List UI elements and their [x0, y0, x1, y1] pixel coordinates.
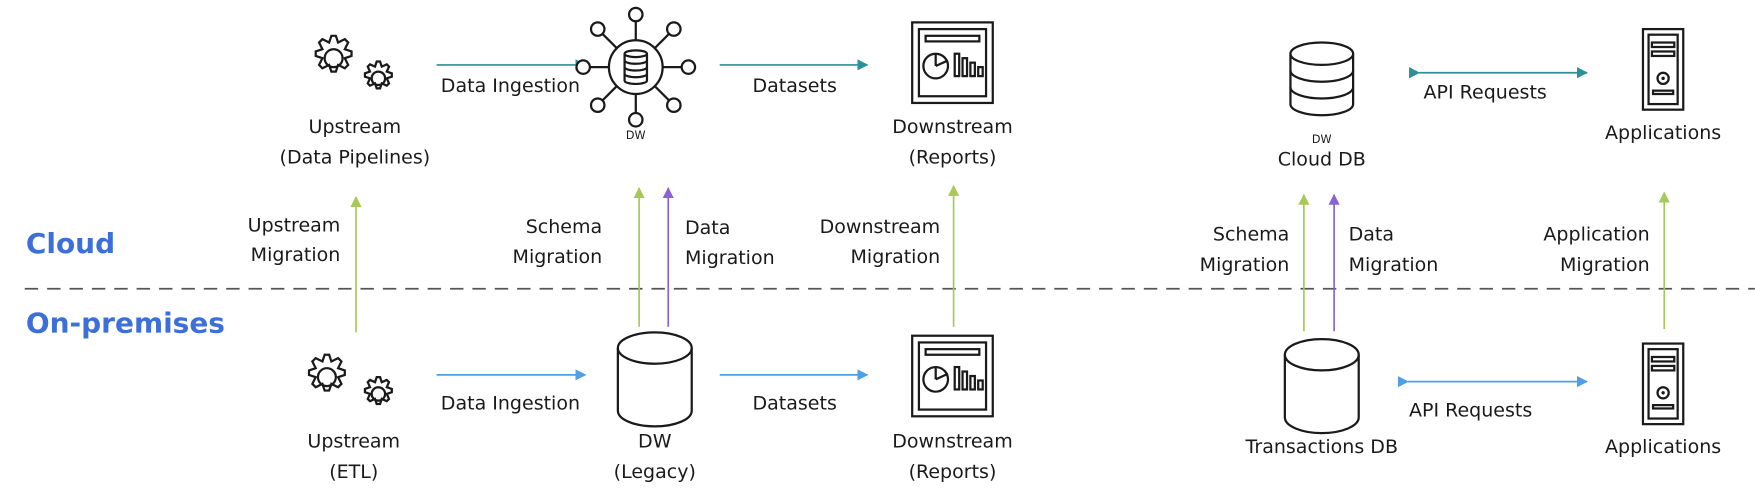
data-migration-label-2: Migration — [685, 247, 775, 269]
downstream-migration-label-2: Migration — [851, 246, 941, 268]
cloud-upstream-node[interactable]: Upstream (Data Pipelines) — [280, 34, 431, 169]
server-icon — [1641, 342, 1685, 426]
dashboard-icon — [911, 334, 994, 418]
data-migration-2-label-1: Data — [1349, 224, 1394, 246]
onprem-api-label: API Requests — [1409, 399, 1532, 421]
cloud-downstream-label-1: Downstream — [892, 116, 1013, 138]
cloud-apps-label: Applications — [1605, 122, 1721, 144]
onprem-dw-node[interactable]: DW (Legacy) — [614, 331, 696, 483]
onprem-ingestion-label: Data Ingestion — [441, 393, 580, 415]
database-hub-icon — [575, 6, 697, 128]
gears-icon — [307, 353, 393, 406]
application-migration-label-1: Application — [1543, 224, 1649, 246]
onprem-db-label: Transactions DB — [1245, 436, 1398, 458]
gears-icon — [314, 34, 393, 90]
upstream-migration-label-1: Upstream — [248, 215, 341, 237]
onprem-dw-label-1: DW — [638, 431, 672, 453]
cloud-dw-label: DW — [626, 129, 646, 142]
cylinder-icon — [1283, 337, 1360, 435]
data-migration-label-1: Data — [685, 217, 730, 239]
cloud-db-label: Cloud DB — [1278, 149, 1366, 171]
cloud-upstream-label-1: Upstream — [309, 116, 402, 138]
downstream-migration-label-1: Downstream — [820, 216, 941, 238]
onprem-dw-label-2: (Legacy) — [614, 461, 696, 483]
onprem-upstream-node[interactable]: Upstream (ETL) — [307, 353, 400, 483]
cylinder-icon — [616, 331, 693, 428]
cloud-zone-label: Cloud — [26, 227, 115, 260]
cloud-db-small-label: DW — [1312, 133, 1332, 146]
on-premises-zone-label: On-premises — [26, 306, 225, 339]
onprem-downstream-label-1: Downstream — [892, 431, 1013, 453]
schema-migration-2-label-1: Schema — [1213, 224, 1289, 246]
cloud-dw-node[interactable]: DW — [575, 6, 697, 142]
onprem-upstream-label-2: (ETL) — [329, 461, 378, 483]
server-icon — [1641, 27, 1685, 111]
dashboard-icon — [911, 21, 994, 105]
schema-migration-2-label-2: Migration — [1200, 254, 1290, 276]
onprem-downstream-label-2: (Reports) — [909, 461, 997, 483]
cloud-downstream-label-2: (Reports) — [909, 146, 997, 168]
onprem-db-node[interactable]: Transactions DB — [1245, 337, 1398, 458]
cloud-downstream-node[interactable]: Downstream (Reports) — [892, 21, 1013, 168]
data-migration-2-label-2: Migration — [1349, 254, 1439, 276]
cloud-datasets-label: Datasets — [752, 75, 836, 97]
onprem-downstream-node[interactable]: Downstream (Reports) — [892, 334, 1013, 483]
onprem-datasets-label: Datasets — [752, 393, 836, 415]
upstream-migration-label-2: Migration — [251, 244, 341, 266]
schema-migration-label-2: Migration — [513, 246, 603, 268]
onprem-apps-label: Applications — [1605, 436, 1721, 458]
cloud-db-node[interactable]: DW Cloud DB — [1278, 41, 1366, 171]
cloud-api-label: API Requests — [1424, 81, 1547, 103]
database-icon — [1289, 41, 1355, 117]
application-migration-label-2: Migration — [1560, 254, 1650, 276]
schema-migration-label-1: Schema — [526, 216, 602, 238]
cloud-apps-node[interactable]: Applications — [1605, 27, 1721, 144]
cloud-upstream-label-2: (Data Pipelines) — [280, 146, 431, 168]
cloud-ingestion-label: Data Ingestion — [441, 75, 580, 97]
onprem-upstream-label-1: Upstream — [307, 431, 400, 453]
onprem-apps-node[interactable]: Applications — [1605, 342, 1721, 459]
